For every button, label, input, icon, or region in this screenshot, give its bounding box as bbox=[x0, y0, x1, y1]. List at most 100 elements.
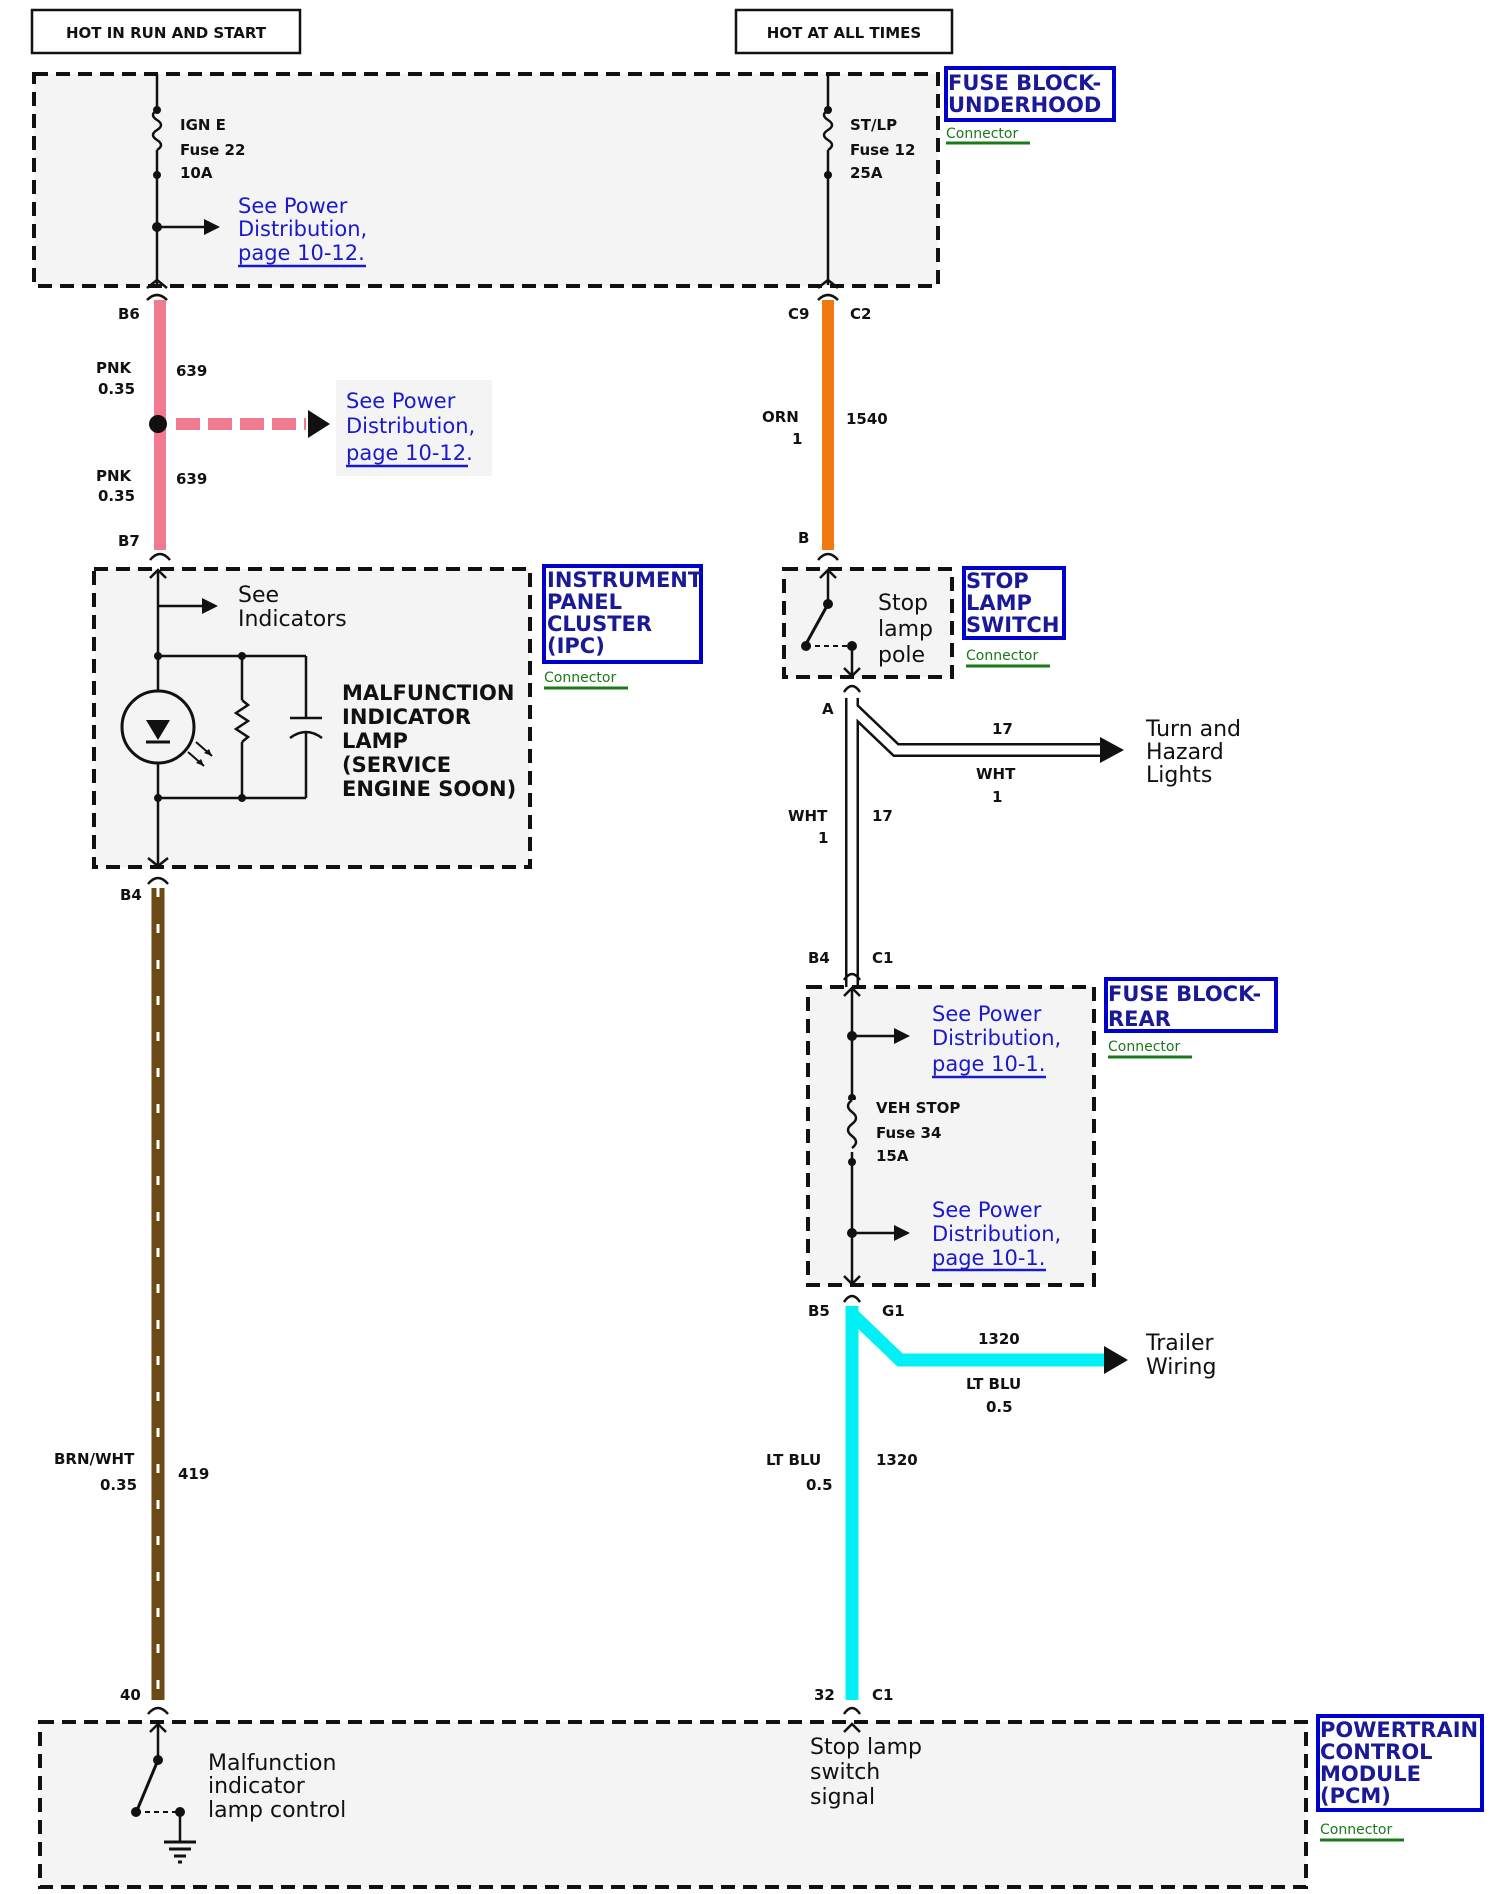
wire-color-label: WHT bbox=[788, 807, 828, 825]
title-line: (IPC) bbox=[547, 634, 605, 658]
svg-text:LAMP: LAMP bbox=[342, 729, 408, 753]
link-line: See Power bbox=[346, 389, 456, 413]
wire-circuit-label: 419 bbox=[178, 1465, 209, 1483]
wire-white-17 bbox=[845, 698, 1100, 988]
malfunction-lamp-label: MALFUNCTION INDICATOR LAMP (SERVICE ENGI… bbox=[342, 681, 516, 801]
wire-color-label: BRN/WHT bbox=[54, 1450, 135, 1468]
fuse-block-rear-title[interactable]: FUSE BLOCK- REAR bbox=[1104, 977, 1278, 1033]
arrow-right-icon bbox=[1104, 1346, 1128, 1374]
connector-mark-icon bbox=[149, 552, 171, 561]
wire-circuit-label: 1540 bbox=[846, 410, 888, 428]
title-line: MODULE bbox=[1320, 1762, 1421, 1786]
wire-lt-blue-1320 bbox=[845, 1306, 1104, 1700]
svg-text:lamp: lamp bbox=[878, 617, 933, 642]
stop-lamp-switch-title[interactable]: STOP LAMP SWITCH bbox=[962, 566, 1066, 640]
svg-text:MALFUNCTION: MALFUNCTION bbox=[342, 681, 514, 705]
wire-gauge-label: 0.5 bbox=[806, 1476, 833, 1494]
pin-label: B7 bbox=[118, 532, 140, 550]
wire-gauge-label: 1 bbox=[992, 788, 1002, 806]
wire-color-label: PNK bbox=[96, 359, 133, 377]
connector-mark-icon bbox=[146, 293, 168, 301]
title-line: LAMP bbox=[966, 591, 1032, 615]
title-line: FUSE BLOCK- bbox=[1108, 982, 1261, 1006]
pin-label: 32 bbox=[814, 1686, 835, 1704]
trailer-wiring-label: Trailer Wiring bbox=[1145, 1331, 1216, 1380]
header-text: HOT AT ALL TIMES bbox=[767, 24, 921, 42]
arrow-right-icon bbox=[894, 1028, 910, 1044]
svg-text:pole: pole bbox=[878, 643, 925, 668]
wire-circuit-label: 1320 bbox=[876, 1451, 918, 1469]
resistor-icon bbox=[233, 699, 251, 743]
turn-hazard-lights-label: Turn and Hazard Lights bbox=[1145, 717, 1241, 788]
svg-text:lamp control: lamp control bbox=[208, 1798, 346, 1823]
switch-blade-icon bbox=[804, 603, 830, 645]
fuse-rating: 15A bbox=[876, 1147, 909, 1165]
title-line: PANEL bbox=[547, 590, 622, 614]
pin-label: C1 bbox=[872, 1686, 893, 1704]
splice-dot bbox=[149, 415, 167, 433]
title-line: STOP bbox=[966, 569, 1029, 593]
pcm-connector-link[interactable]: Connector bbox=[1320, 1822, 1404, 1842]
power-dist-link-rear-top[interactable]: See Power Distribution, page 10-1. bbox=[932, 1002, 1061, 1079]
wire-gauge-label: 0.5 bbox=[986, 1398, 1013, 1416]
stop-lamp-switch-connector-link[interactable]: Connector bbox=[966, 648, 1050, 668]
pin-label: G1 bbox=[882, 1302, 905, 1320]
pin-label: C2 bbox=[850, 305, 871, 323]
fuse-number: Fuse 34 bbox=[876, 1124, 941, 1142]
connector-mark-icon bbox=[843, 986, 861, 997]
ground-icon bbox=[164, 1840, 196, 1864]
fuse-rating: 10A bbox=[180, 164, 213, 182]
fuse-block-underhood-connector-link[interactable]: Connector bbox=[946, 126, 1030, 145]
fuse-name: IGN E bbox=[180, 116, 226, 134]
stop-lamp-switch-signal-label: Stop lamp switch signal bbox=[810, 1735, 922, 1810]
connector-mark-icon bbox=[149, 568, 167, 579]
pin-label: A bbox=[822, 700, 834, 718]
fuse-gap bbox=[842, 1100, 862, 1152]
power-dist-link-pink[interactable]: See Power Distribution, page 10-12. bbox=[346, 389, 475, 468]
connector-mark-icon bbox=[842, 1706, 862, 1715]
svg-text:Trailer: Trailer bbox=[1145, 1331, 1214, 1356]
fuse-name: ST/LP bbox=[850, 116, 897, 134]
connector-mark-icon bbox=[817, 552, 839, 561]
fuse-block-rear-connector-link[interactable]: Connector bbox=[1108, 1039, 1192, 1059]
pin-label: 40 bbox=[120, 1686, 141, 1704]
ipc-title[interactable]: INSTRUMENT PANEL CLUSTER (IPC) bbox=[542, 564, 703, 664]
power-dist-link-rear-bottom[interactable]: See Power Distribution, page 10-1. bbox=[932, 1198, 1061, 1272]
pin-label: C9 bbox=[788, 305, 809, 323]
svg-text:indicator: indicator bbox=[208, 1774, 306, 1799]
title-line: POWERTRAIN bbox=[1320, 1718, 1478, 1742]
svg-text:switch: switch bbox=[810, 1760, 880, 1785]
title-line: FUSE BLOCK- bbox=[948, 71, 1101, 95]
svg-text:Lights: Lights bbox=[1146, 763, 1212, 788]
stop-lamp-switch-box bbox=[782, 567, 954, 679]
wire-gauge-label: 0.35 bbox=[98, 380, 135, 398]
header-hot-run-start: HOT IN RUN AND START bbox=[30, 8, 302, 55]
title-line: CLUSTER bbox=[547, 612, 652, 636]
pcm-title[interactable]: POWERTRAIN CONTROL MODULE (PCM) bbox=[1316, 1714, 1484, 1812]
fuse-block-underhood-title[interactable]: FUSE BLOCK- UNDERHOOD bbox=[944, 66, 1116, 122]
link-line: page 10-12. bbox=[238, 241, 365, 265]
pcm-box bbox=[38, 1720, 1308, 1889]
connector-link-text: Connector bbox=[544, 670, 616, 686]
svg-text:Hazard: Hazard bbox=[1146, 740, 1224, 765]
see-indicators-text: See bbox=[238, 583, 279, 608]
ipc-connector-link[interactable]: Connector bbox=[544, 670, 628, 690]
fuse-number: Fuse 22 bbox=[180, 141, 245, 159]
fuse-veh-stop-symbol bbox=[846, 1099, 858, 1149]
svg-text:Stop lamp: Stop lamp bbox=[810, 1735, 922, 1760]
wire-color-label: WHT bbox=[976, 765, 1016, 783]
arrow-right-icon bbox=[204, 219, 220, 235]
connector-mark-icon bbox=[147, 1706, 169, 1715]
header-box bbox=[30, 8, 302, 55]
link-line: Distribution, bbox=[932, 1222, 1061, 1246]
link-line: Distribution, bbox=[346, 414, 475, 438]
pin-label: C1 bbox=[872, 949, 893, 967]
connector-mark-icon bbox=[842, 972, 862, 981]
fuse-rating: 25A bbox=[850, 164, 883, 182]
fuse-terminal bbox=[153, 106, 161, 114]
pin-label: B4 bbox=[808, 949, 830, 967]
svg-text:(SERVICE: (SERVICE bbox=[342, 753, 451, 777]
connector-mark-icon bbox=[146, 278, 168, 289]
link-bg bbox=[336, 380, 492, 476]
power-dist-link-underhood[interactable]: See Power Distribution, page 10-12. bbox=[238, 194, 367, 268]
